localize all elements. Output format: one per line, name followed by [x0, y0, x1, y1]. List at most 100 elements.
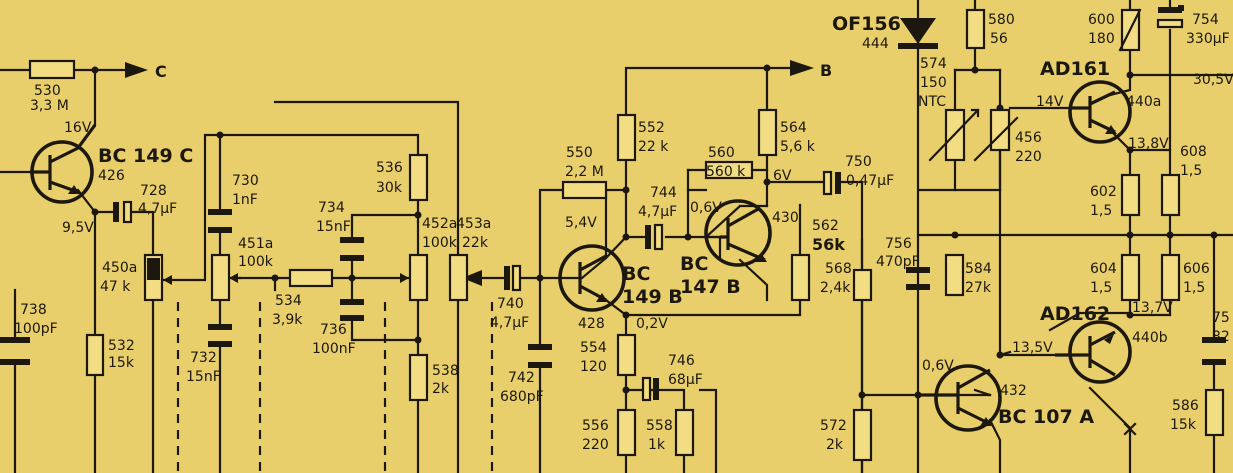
transistor-440a-type: AD161 [1040, 58, 1110, 80]
capacitor-756 [906, 267, 930, 290]
capacitor-732 [208, 324, 232, 347]
resistor-606 [1160, 253, 1181, 302]
resistor-536 [408, 153, 429, 202]
c732-id: 732 [190, 350, 217, 366]
potentiometer-452a [408, 253, 429, 302]
r580-value: 56 [990, 31, 1008, 47]
p451a-value: 100k [238, 254, 274, 270]
c746-id: 746 [668, 353, 695, 369]
r538-value: 2k [432, 381, 450, 397]
voltage-5-4v: 5,4V [565, 215, 597, 231]
capacitor-730 [208, 209, 232, 233]
resistors [28, 8, 1225, 462]
diode-of156 [898, 18, 938, 49]
resistor-558 [674, 408, 695, 457]
r604-value: 1,5 [1090, 280, 1112, 296]
transistor-428-type-b: 149 B [622, 286, 683, 308]
transistor-426-id: 426 [98, 168, 125, 184]
p450a-value: 47 k [100, 279, 131, 295]
r564-value: 5,6 k [780, 139, 816, 155]
c750-id: 750 [845, 154, 872, 170]
r562-value: 56k [812, 235, 845, 254]
resistor-560 [704, 160, 754, 180]
c740-id: 740 [497, 296, 524, 312]
resistor-538 [408, 353, 429, 402]
p453a-id: 453a [456, 216, 491, 232]
r602-value: 1,5 [1090, 203, 1112, 219]
r584-value: 27k [965, 280, 992, 296]
resistor-530 [28, 59, 76, 80]
c734-value: 15nF [316, 219, 351, 235]
c728-value: 4,7µF [138, 201, 177, 217]
resistor-564 [757, 108, 778, 157]
voltage-16v: 16V [64, 120, 92, 136]
transistor-440b-id: 440b [1132, 330, 1168, 346]
transistor-440b [1055, 320, 1132, 384]
r456-value: 220 [1015, 149, 1042, 165]
r530-value: 3,3 M [30, 98, 69, 114]
capacitor-742 [528, 344, 552, 368]
transistor-430 [704, 199, 772, 267]
capacitor-754 [1156, 5, 1184, 29]
voltage-9-5v: 9,5V [62, 220, 94, 236]
r554-value: 120 [580, 359, 607, 375]
r558-value: 1k [648, 437, 666, 453]
r532-id: 532 [108, 338, 135, 354]
r574-id: 574 [920, 56, 947, 72]
arrow-input-icon [462, 270, 482, 286]
r552-value: 22 k [638, 139, 669, 155]
c754-id: 754 [1192, 12, 1219, 28]
transistor-430-type-b: 147 B [680, 276, 741, 298]
r560-value: 560 k [706, 164, 746, 180]
resistor-562 [790, 253, 811, 302]
output-arrows [125, 60, 814, 286]
transistor-428-type-a: BC [622, 263, 650, 285]
voltage-13-7v: 13,7V [1132, 300, 1173, 316]
c756-id: 756 [885, 236, 912, 252]
voltage-13-8v: 13,8V [1128, 136, 1169, 152]
c736-value: 100nF [312, 341, 356, 357]
c75x-value: 82 [1212, 329, 1230, 345]
c738-value: 100pF [14, 321, 58, 337]
r608-id: 608 [1180, 144, 1207, 160]
r456-id: 456 [1015, 130, 1042, 146]
capacitor-738 [0, 337, 30, 365]
potentiometer-451a [210, 253, 231, 302]
transistor-432-type: BC 107 A [998, 406, 1094, 428]
potentiometer-453a [448, 253, 469, 302]
c742-id: 742 [508, 370, 535, 386]
output-label-b: B [820, 61, 832, 80]
p452a-value: 100k [422, 235, 458, 251]
resistor-580 [965, 8, 986, 50]
resistor-602 [1120, 173, 1141, 217]
potentiometers [143, 253, 469, 302]
c738-id: 738 [20, 302, 47, 318]
transistor-440a-id: 440a [1126, 94, 1161, 110]
r536-value: 30k [376, 180, 403, 196]
c740-value: 4,7µF [490, 315, 529, 331]
r538-id: 538 [432, 363, 459, 379]
r536-id: 536 [376, 160, 403, 176]
r572-id: 572 [820, 418, 847, 434]
c746-value: 68µF [668, 372, 703, 388]
r608-value: 1,5 [1180, 163, 1202, 179]
c734-id: 734 [318, 200, 345, 216]
transistor-440b-type: AD162 [1040, 303, 1110, 325]
arrow-b-icon [790, 60, 814, 76]
resistor-604 [1120, 253, 1141, 302]
capacitor-744 [645, 223, 664, 251]
voltage-6v: 6V [773, 168, 792, 184]
capacitor-740 [504, 264, 522, 292]
r550-value: 2,2 M [565, 164, 604, 180]
r556-id: 556 [582, 418, 609, 434]
r600-id: 600 [1088, 12, 1115, 28]
c736-id: 736 [320, 322, 347, 338]
c750-value: 0,47µF [846, 173, 894, 189]
r584-id: 584 [965, 261, 992, 277]
r568-value: 2,4k [820, 280, 851, 296]
transistor-426 [30, 124, 97, 204]
transistor-426-type: BC 149 C [98, 145, 193, 167]
r568-id: 568 [825, 261, 852, 277]
